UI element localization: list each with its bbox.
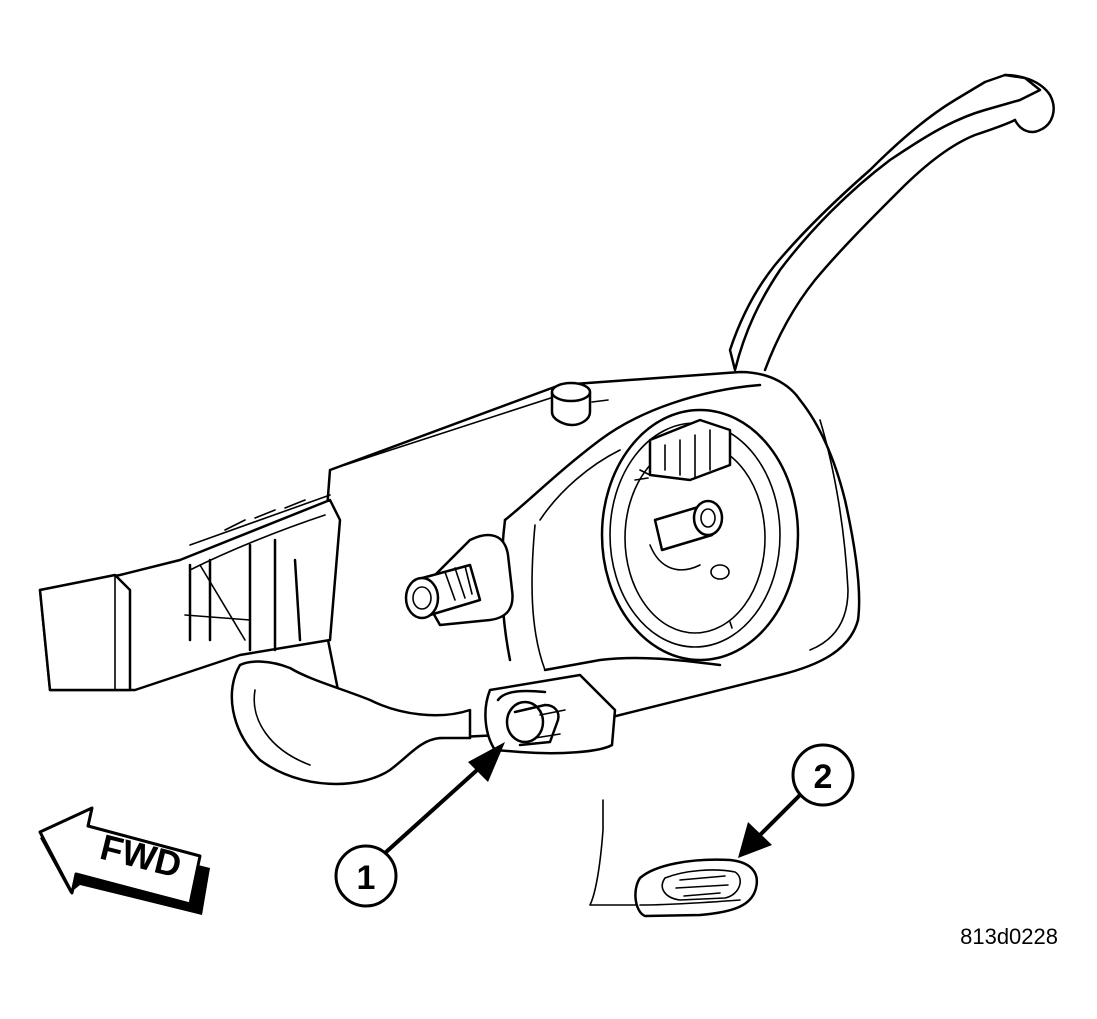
key-cylinder-opening — [484, 673, 617, 755]
shroud-screw-boss — [550, 381, 609, 427]
callout-2-arrow — [738, 788, 807, 858]
callout-2-label: 2 — [814, 758, 833, 796]
lock-cylinder-cap — [634, 858, 759, 918]
column-lower-bracket — [38, 494, 342, 692]
callout-1-label: 1 — [357, 859, 376, 897]
multifunction-lever — [728, 73, 1055, 372]
cylinder-leader-line — [589, 799, 641, 906]
clockspring — [600, 408, 800, 662]
lower-shroud — [230, 660, 472, 786]
callout-1: 1 — [334, 844, 398, 908]
fwd-arrow: FWD — [38, 806, 210, 915]
callout-1-arrow — [383, 742, 505, 855]
figure-reference: 813d0228 — [960, 924, 1058, 949]
wiper-switch-stub — [404, 533, 514, 627]
callout-2: 2 — [791, 743, 855, 807]
